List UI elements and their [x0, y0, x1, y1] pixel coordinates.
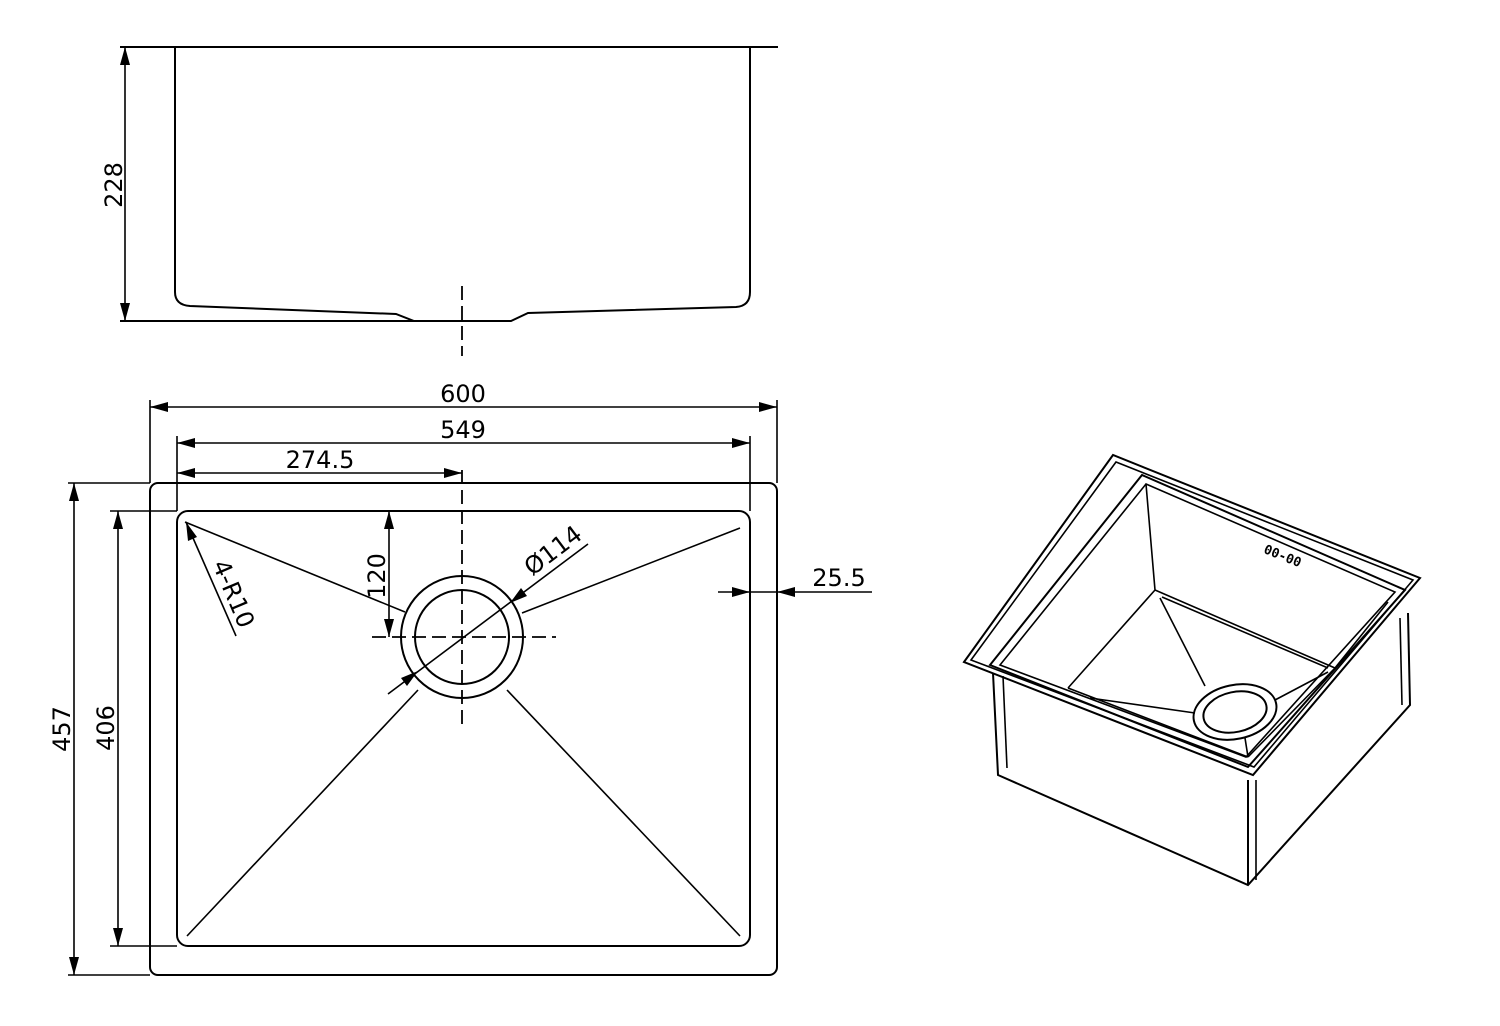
arrowhead	[510, 588, 527, 603]
iso-body-edge	[1399, 617, 1403, 706]
arrowhead	[777, 587, 795, 597]
iso-drain-inner	[1202, 690, 1268, 734]
top-view-outer-flange	[149, 482, 778, 976]
slope-line	[186, 689, 419, 937]
corner-radius-label: 4-R10	[207, 556, 261, 632]
slope-line	[521, 527, 741, 614]
arrowhead	[150, 402, 168, 412]
inner-width-label: 549	[440, 416, 486, 444]
arrowhead	[120, 303, 130, 321]
iso-flange-outer-inset	[969, 461, 1415, 768]
arrowhead	[401, 671, 418, 686]
arrowhead	[384, 619, 394, 637]
isometric-view: 00-00	[962, 453, 1422, 887]
iso-bowl-rim	[998, 483, 1397, 758]
inner-length-label: 406	[92, 705, 120, 751]
arrowhead	[177, 468, 195, 478]
iso-slope-line	[1159, 597, 1206, 687]
arrowhead	[444, 468, 462, 478]
arrowhead	[113, 928, 123, 946]
arrowhead	[177, 438, 195, 448]
top-view: 600 549 274.5 120 Ø114 4-R10 457	[48, 380, 872, 976]
arrowhead	[732, 438, 750, 448]
iso-inner-floor-edge	[1161, 596, 1329, 669]
iso-inner-floor-right	[1247, 667, 1336, 758]
drain-offset-y-label: 120	[363, 553, 391, 599]
iso-flange-outer	[962, 453, 1422, 777]
arrowhead	[120, 47, 130, 65]
arrowhead	[759, 402, 777, 412]
flange-label: 25.5	[812, 564, 865, 592]
side-view: 228	[100, 46, 778, 356]
depth-label: 228	[100, 162, 128, 208]
arrowhead	[186, 522, 197, 541]
side-view-bowl-outline	[174, 47, 751, 322]
arrowhead	[732, 587, 750, 597]
overall-width-label: 600	[440, 380, 486, 408]
arrowhead	[113, 511, 123, 529]
drain-diameter-label: Ø114	[519, 520, 588, 581]
drain-offset-x-label: 274.5	[286, 446, 355, 474]
corner-radius-leader	[185, 521, 237, 637]
overall-length-label: 457	[48, 706, 76, 752]
iso-logo: 00-00	[1261, 542, 1303, 571]
arrowhead	[69, 957, 79, 975]
iso-slope-line	[1274, 671, 1329, 701]
iso-slope-line	[1244, 737, 1249, 758]
arrowhead	[69, 483, 79, 501]
slope-line	[506, 689, 741, 937]
drain-diameter-leader	[387, 543, 589, 695]
top-view-inner-bowl	[176, 510, 751, 947]
iso-slope-line	[1089, 697, 1196, 714]
slope-line	[184, 521, 406, 613]
iso-body-edge	[1002, 675, 1008, 769]
arrowhead	[384, 511, 394, 529]
iso-drain-outer	[1192, 683, 1278, 741]
iso-flange-inner	[988, 473, 1407, 769]
